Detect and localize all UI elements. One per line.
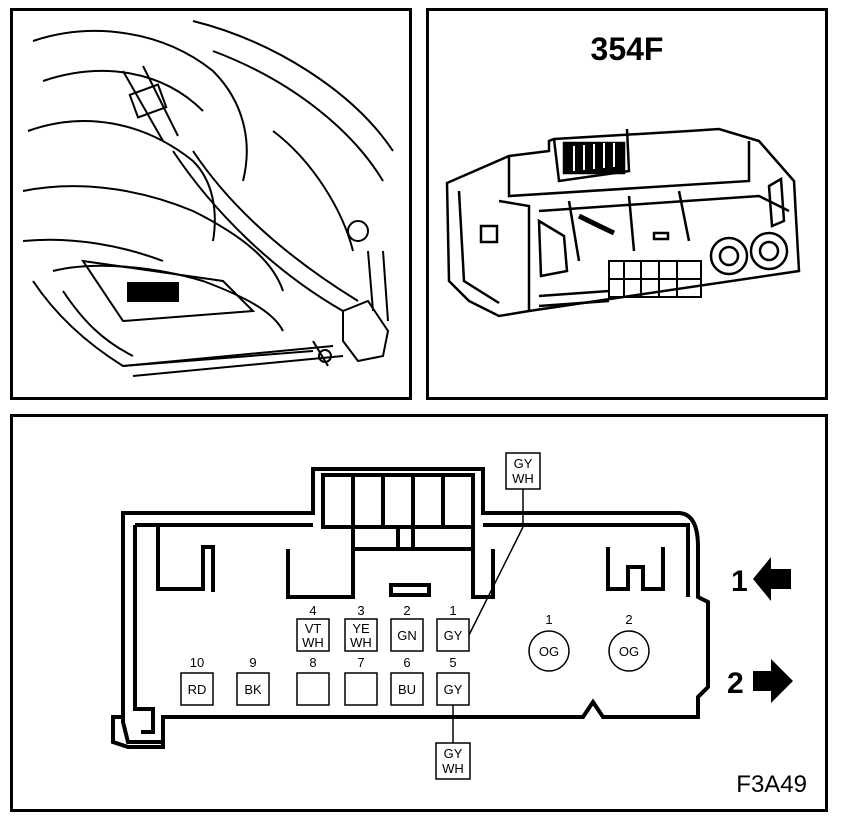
pinout-diagram: 4 3 2 1 VT WH YE WH GN GY 10 9 8 7 6 5 [111,452,793,780]
connector-3d-drawing [445,127,801,318]
pin-9-box [236,672,270,706]
pin-3-color-1: YE [352,621,370,636]
pin-10-color: RD [188,682,207,697]
pin-4-number: 4 [309,603,316,618]
callout-top-box [505,452,541,490]
callout-bottom-line1: GY [444,746,463,761]
round-pin-1-number: 1 [545,612,552,627]
seat-illustration [22,20,394,377]
pin-9-number: 9 [249,655,256,670]
pin-10-box [180,672,214,706]
pin-6-number: 6 [403,655,410,670]
pin-1-box [436,618,470,652]
connector-title: 354F [590,31,664,67]
pin-4-color-2: WH [302,635,324,650]
pin-3-box [344,618,378,652]
callout-top-line2: WH [512,471,534,486]
round-pin-2 [608,630,650,672]
pin-6-color: BU [398,682,416,697]
seat-illustration-panel [10,8,412,400]
arrow-left-icon [753,557,791,601]
direction-1-label: 1 [731,565,748,598]
pin-2-color: GN [397,628,417,643]
pin-3-number: 3 [357,603,364,618]
pin-4-color-1: VT [305,621,322,636]
round-pin-2-color: OG [619,644,639,659]
pin-6-box [390,672,424,706]
pin-7-number: 7 [357,655,364,670]
pinout-panel: 4 3 2 1 VT WH YE WH GN GY 10 9 8 7 6 5 [10,414,828,812]
round-pin-1-color: OG [539,644,559,659]
figure-id: F3A49 [736,771,807,798]
connector-view-panel: 354F [426,8,828,400]
callout-top-line1: GY [514,456,533,471]
round-pin-2-number: 2 [625,612,632,627]
pin-3-color-2: WH [350,635,372,650]
pin-2-box [390,618,424,652]
pin-2-number: 2 [403,603,410,618]
arrow-right-icon [753,659,793,703]
connector-face-outline [121,467,710,744]
pin-9-color: BK [244,682,262,697]
round-pin-1 [528,630,570,672]
callout-bottom-line2: WH [442,761,464,776]
pin-5-box [436,672,470,706]
pin-1-color: GY [444,628,463,643]
callout-bottom-box [435,742,471,780]
direction-2-label: 2 [727,667,744,700]
pin-10-number: 10 [190,655,204,670]
pin-8-box [296,672,330,706]
pin-1-number: 1 [449,603,456,618]
pin-5-color: GY [444,682,463,697]
pin-8-number: 8 [309,655,316,670]
pin-4-box [296,618,330,652]
pin-5-number: 5 [449,655,456,670]
pin-7-box [344,672,378,706]
